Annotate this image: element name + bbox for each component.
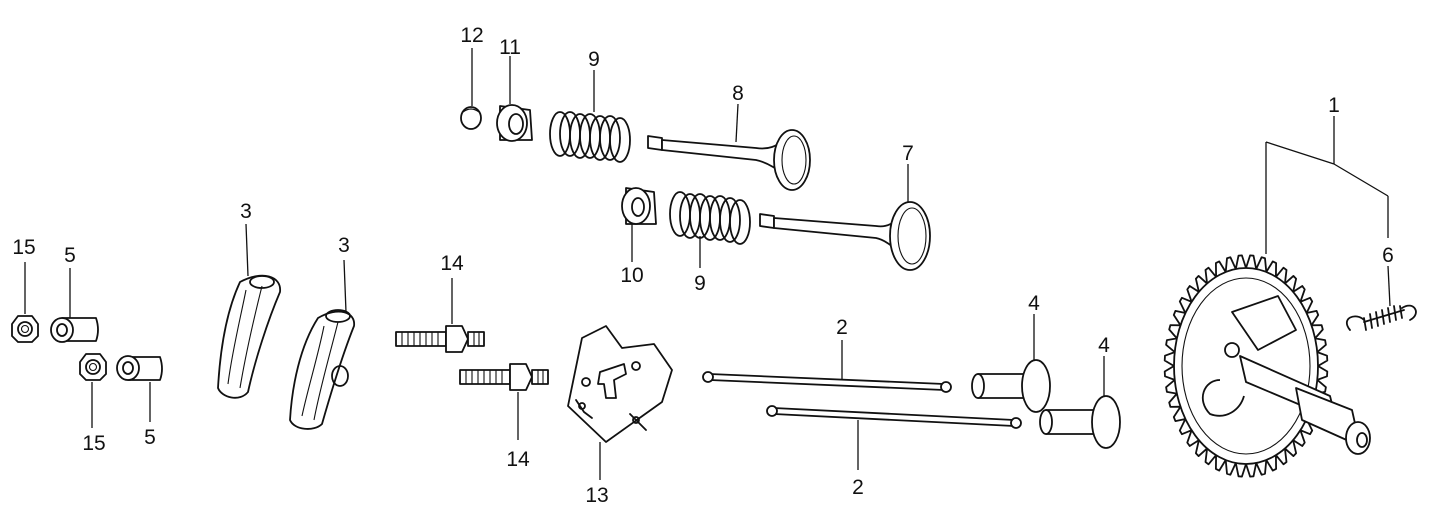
callout-5: 5: [64, 244, 76, 267]
nut-part-15-upper: [11, 315, 39, 343]
callout-7: 7: [902, 142, 914, 165]
retainer-part-10: [621, 187, 657, 225]
callout-13: 13: [585, 484, 608, 507]
callouts: 15 5 15 5 3 3 14 14 13 12 11 9 8 7 10 9 …: [12, 24, 1394, 507]
rocker-arm-part-3-left: [217, 274, 281, 399]
callout-14: 14: [506, 448, 530, 471]
push-rod-part-2-lower: [766, 405, 1022, 429]
callout-4: 4: [1098, 334, 1110, 357]
callout-2: 2: [852, 476, 864, 499]
cap-nut-part-5-lower: [116, 355, 163, 381]
callout-4: 4: [1028, 292, 1040, 315]
callout-10: 10: [620, 264, 643, 287]
callout-3: 3: [338, 234, 350, 257]
camshaft-gear-part-1: [1163, 254, 1371, 478]
callout-6: 6: [1382, 244, 1394, 267]
callout-15: 15: [82, 432, 105, 455]
callout-8: 8: [732, 82, 744, 105]
nut-part-15-lower: [79, 353, 107, 381]
valve-part-8: [647, 129, 811, 191]
callout-12: 12: [460, 24, 483, 47]
leader-lines: [24, 48, 1391, 480]
push-rod-part-2-upper: [702, 371, 952, 393]
cap-nut-part-5-upper: [50, 317, 99, 343]
tappet-part-4-lower: [1039, 395, 1121, 449]
governor-spring-part-6: [1345, 304, 1417, 331]
callout-9: 9: [694, 272, 706, 295]
valve-cap-part-12: [460, 106, 482, 130]
retainer-part-11: [496, 104, 533, 142]
callout-9: 9: [588, 48, 600, 71]
valve-part-7: [759, 201, 931, 271]
callout-14: 14: [440, 252, 464, 275]
callout-5: 5: [144, 426, 156, 449]
callout-15: 15: [12, 236, 35, 259]
stud-bolt-part-14-lower: [459, 363, 549, 391]
guide-plate-part-13: [567, 325, 673, 443]
valve-spring-part-9-upper: [549, 111, 631, 163]
tappet-part-4-upper: [971, 359, 1051, 413]
callout-1: 1: [1328, 94, 1340, 117]
stud-bolt-part-14-upper: [395, 325, 485, 353]
valve-spring-part-9-lower: [669, 191, 751, 245]
rocker-arm-part-3-right: [289, 309, 355, 430]
callout-2: 2: [836, 316, 848, 339]
callout-3: 3: [240, 200, 252, 223]
callout-11: 11: [499, 36, 521, 59]
